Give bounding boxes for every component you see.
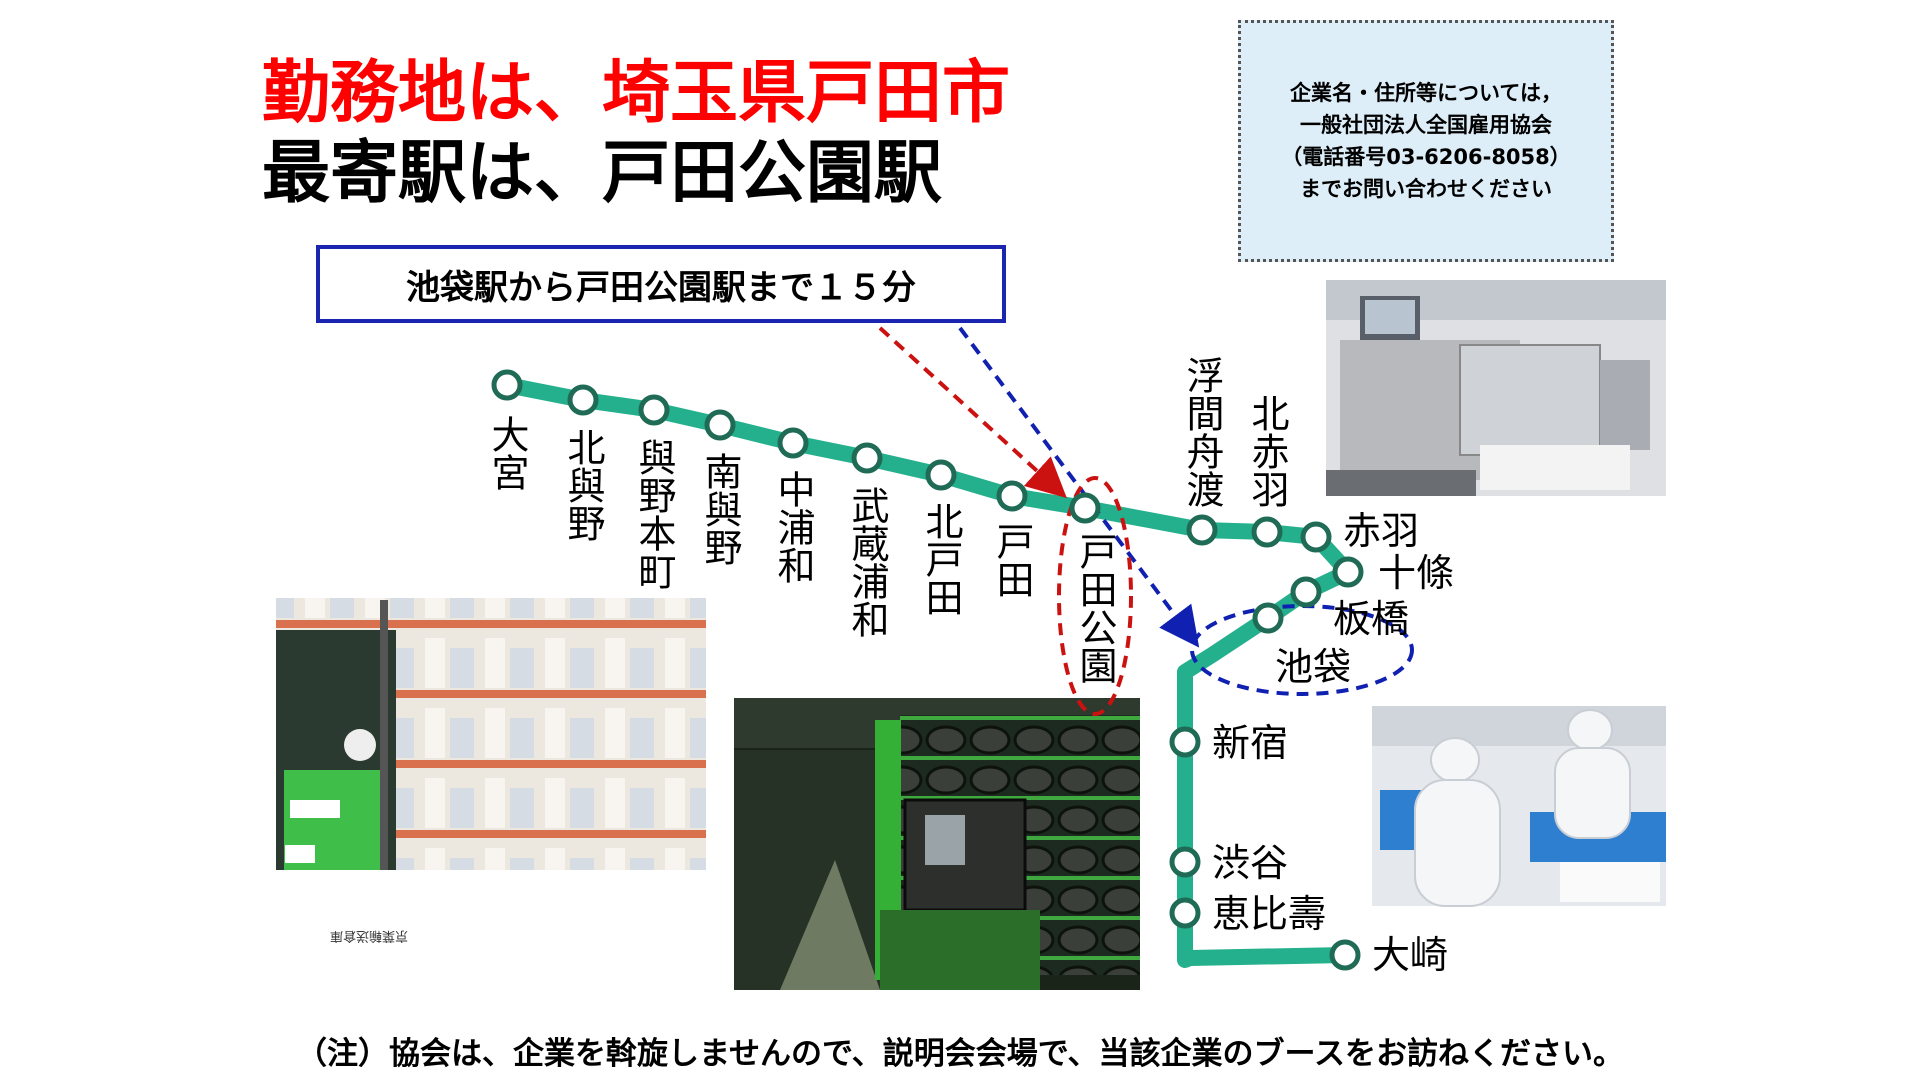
station-marker-kitatoda bbox=[925, 459, 957, 491]
station-marker-ikebukuro bbox=[1252, 602, 1284, 634]
station-marker-todakoen bbox=[1069, 492, 1101, 524]
station-marker-shibuya bbox=[1169, 846, 1201, 878]
station-label-itabashi: 板橋 bbox=[1333, 597, 1409, 641]
red-dashed-arrow bbox=[878, 326, 1067, 499]
footer-note: （注）協会は、企業を斡旋しませんので、説明会会場で、当該企業のブースをお訪ねくだ… bbox=[295, 1036, 1625, 1072]
workplace-title: 勤務地は、埼玉県戸田市 bbox=[262, 54, 1011, 133]
station-marker-osaki bbox=[1329, 939, 1361, 971]
station-label-osaki: 大崎 bbox=[1372, 933, 1448, 977]
station-label-kitaakabane: 北赤羽 bbox=[1245, 394, 1289, 508]
station-label-shibuya: 渋谷 bbox=[1212, 841, 1288, 885]
station-label-jujo: 十條 bbox=[1378, 551, 1454, 595]
photo-caption: 京葉輸送倉庫 bbox=[330, 928, 409, 943]
station-marker-nakaurawa bbox=[777, 427, 809, 459]
station-label-omiya: 大宮 bbox=[485, 415, 529, 491]
station-marker-musashiurawa bbox=[851, 442, 883, 474]
station-marker-ukimafunado bbox=[1186, 514, 1218, 546]
station-label-nakaurawa: 中浦和 bbox=[771, 470, 815, 584]
station-label-ikebukuro: 池袋 bbox=[1275, 645, 1351, 689]
warehouse-forklift-photo bbox=[276, 598, 706, 870]
station-marker-jujo bbox=[1332, 556, 1364, 588]
blue-dashed-arrow bbox=[958, 326, 1200, 648]
station-label-toda: 戸田 bbox=[990, 522, 1034, 598]
notice-line: 一般社団法人全国雇用協会 bbox=[1300, 113, 1552, 137]
station-label-yonohonmachi: 與野本町 bbox=[632, 438, 676, 590]
station-marker-itabashi bbox=[1290, 576, 1322, 608]
cleanroom-workers-photo bbox=[1372, 706, 1666, 907]
station-marker-yonohonmachi bbox=[638, 394, 670, 426]
station-marker-kitayono bbox=[567, 384, 599, 416]
todakoen-highlight-oval bbox=[1057, 476, 1133, 716]
notice-line: までお問い合わせください bbox=[1300, 177, 1552, 201]
ikebukuro-highlight-oval bbox=[1190, 604, 1414, 696]
tire-storage-photo bbox=[734, 698, 1140, 990]
notice-line: 企業名・住所等については， bbox=[1290, 81, 1562, 105]
nearest-station-title: 最寄駅は、戸田公園駅 bbox=[262, 134, 943, 213]
station-marker-omiya bbox=[491, 369, 523, 401]
station-marker-toda bbox=[996, 480, 1028, 512]
station-label-todakoen: 戸田公園 bbox=[1073, 532, 1117, 684]
station-marker-ebisu bbox=[1169, 897, 1201, 929]
station-label-minamiyono: 南與野 bbox=[698, 452, 742, 566]
station-marker-minamiyono bbox=[704, 409, 736, 441]
station-label-shinjuku: 新宿 bbox=[1212, 721, 1288, 765]
station-label-akabane: 赤羽 bbox=[1343, 509, 1419, 553]
station-label-ukimafunado: 浮間舟渡 bbox=[1180, 356, 1224, 508]
station-marker-kitaakabane bbox=[1251, 516, 1283, 548]
station-label-ebisu: 恵比壽 bbox=[1212, 892, 1326, 936]
station-marker-akabane bbox=[1300, 521, 1332, 553]
printing-machine-photo bbox=[1326, 280, 1666, 496]
commute-time-box: 池袋駅から戸田公園駅まで１５分 bbox=[316, 245, 1006, 323]
contact-notice-box: 企業名・住所等については， 一般社団法人全国雇用協会 （電話番号03-6206-… bbox=[1238, 20, 1614, 262]
station-marker-shinjuku bbox=[1169, 726, 1201, 758]
station-label-kitayono: 北與野 bbox=[561, 428, 605, 542]
station-label-musashiurawa: 武蔵浦和 bbox=[845, 486, 889, 638]
station-label-kitatoda: 北戸田 bbox=[919, 502, 963, 616]
notice-line: （電話番号03-6206-8058） bbox=[1281, 145, 1571, 169]
